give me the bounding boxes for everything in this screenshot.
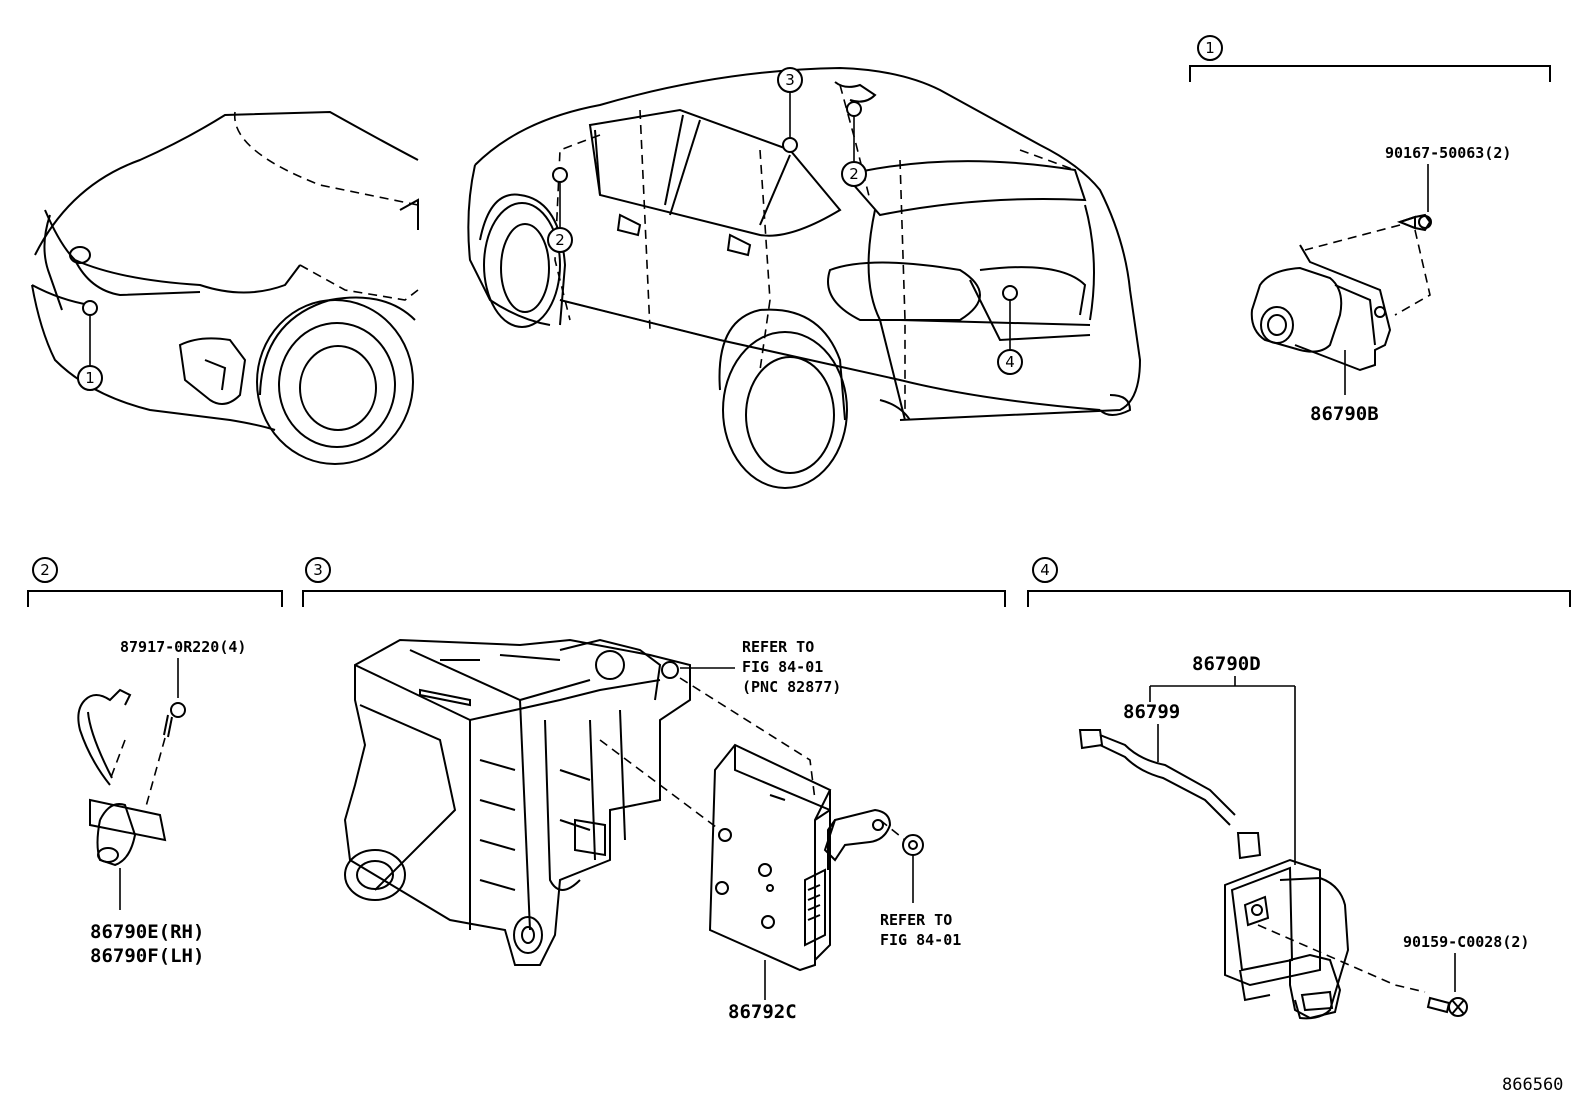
callout-4-header-label: 4 <box>1040 561 1050 579</box>
refer-to-label-a-line1: REFER TO <box>742 638 814 656</box>
figure-id: 866560 <box>1502 1075 1563 1095</box>
screw-icon <box>163 702 186 738</box>
callout-2-header <box>32 557 58 583</box>
section-3-ecu: 3 REFER TO FIG 84-01 <box>302 557 1006 1023</box>
part-label-86790F-LH: 86790F(LH) <box>90 945 204 967</box>
callout-2-left <box>547 227 573 253</box>
camera-location-marker-right <box>846 101 862 117</box>
callout-4-vehicle-label: 4 <box>1005 353 1015 371</box>
callout-2-right-label: 2 <box>849 165 859 183</box>
bolt-icon <box>1397 213 1432 232</box>
camera-location-marker-rear <box>1002 285 1018 301</box>
callout-3-header <box>305 557 331 583</box>
callout-1-header-label: 1 <box>1205 39 1215 57</box>
callout-1-header <box>1197 35 1223 61</box>
part-label-90167-50063: 90167-50063(2) <box>1385 144 1511 162</box>
section-1-front-camera: 1 90167-50063(2) 86790B <box>1189 35 1551 425</box>
section-4-rear-camera: 4 86790D 86799 90159-C0028(2) <box>1027 557 1571 1020</box>
part-label-86790E-RH: 86790E(RH) <box>90 921 204 943</box>
ecu-drawing <box>708 743 832 972</box>
ecu-location-marker <box>782 137 798 153</box>
part-label-86790B: 86790B <box>1310 403 1379 425</box>
part-label-86792C: 86792C <box>728 1001 797 1023</box>
section-2-side-camera: 2 87917-0R220(4) 86790E(RH) 86790F(LH) <box>27 557 283 967</box>
clip-icon <box>902 834 924 856</box>
callout-3-header-label: 3 <box>313 561 323 579</box>
section-1-bracket <box>1189 65 1551 82</box>
bracket-assembly-drawing <box>343 638 691 966</box>
callout-4-vehicle <box>997 349 1023 375</box>
part-label-87917-0R220: 87917-0R220(4) <box>120 638 246 656</box>
callout-1-front-label: 1 <box>85 369 95 387</box>
part-label-86799: 86799 <box>1123 701 1180 723</box>
callout-4-header <box>1032 557 1058 583</box>
side-camera-drawing <box>77 688 167 867</box>
callout-3-vehicle-label: 3 <box>785 71 795 89</box>
front-camera-drawing <box>1250 244 1392 372</box>
section-3-bracket <box>302 590 1006 607</box>
callout-2-right <box>841 161 867 187</box>
callout-2-header-label: 2 <box>40 561 50 579</box>
refer-to-label-b-line1: REFER TO <box>880 911 952 929</box>
camera-location-marker-left <box>552 167 568 183</box>
section-2-bracket <box>27 590 283 607</box>
part-label-86790D: 86790D <box>1192 653 1261 675</box>
section-4-bracket <box>1027 590 1571 607</box>
camera-location-marker-front <box>82 300 98 316</box>
callout-2-left-label: 2 <box>555 231 565 249</box>
refer-to-label-a-line2: FIG 84-01 <box>742 658 823 676</box>
refer-to-label-a-line3: (PNC 82877) <box>742 678 841 696</box>
callout-1-front <box>77 365 103 391</box>
screw-with-washer-icon <box>1426 996 1468 1017</box>
refer-to-label-b-line2: FIG 84-01 <box>880 931 961 949</box>
vehicle-rear-view: 2 3 2 4 <box>467 66 1142 489</box>
vehicle-front-view: 1 <box>31 110 419 465</box>
wire-harness-drawing <box>1078 729 1262 860</box>
mounting-tab-drawing <box>823 808 892 870</box>
part-label-90159-C0028: 90159-C0028(2) <box>1403 933 1529 951</box>
rear-camera-drawing <box>1224 858 1350 1020</box>
